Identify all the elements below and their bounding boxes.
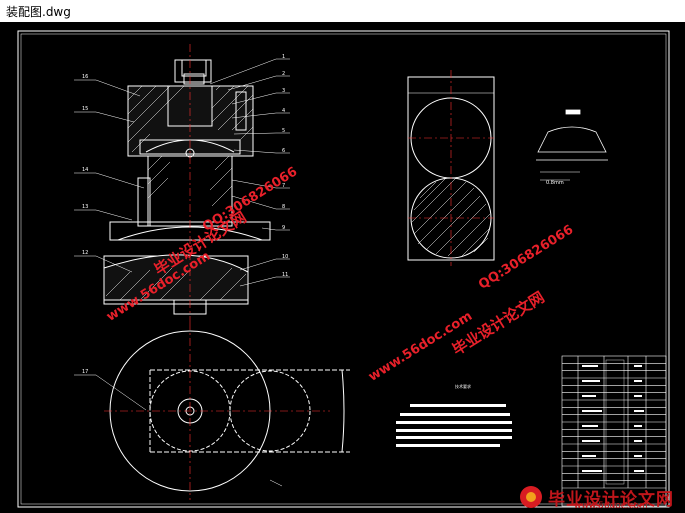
part-label-7: 7	[282, 183, 285, 189]
part-label-1: 1	[282, 54, 285, 60]
sheet-border	[17, 30, 670, 508]
part-label-2: 2	[282, 71, 285, 77]
part-label-11: 11	[282, 272, 288, 278]
detail-view-blank	[536, 109, 608, 181]
window-title: 装配图.dwg	[6, 5, 71, 19]
logo-icon	[520, 486, 542, 508]
bom-cell-text	[582, 359, 644, 485]
logo-url: www.56doc.com	[574, 501, 648, 511]
technical-notes: 技术要求	[396, 383, 512, 447]
part-label-8: 8	[282, 204, 285, 210]
part-labels: 1 2 3 4 5 6 7 8 9 10 11 12 13 14 15 16 1…	[82, 54, 288, 375]
logo-text: 毕业设计论文网	[548, 490, 674, 510]
window-titlebar: 装配图.dwg	[0, 0, 685, 23]
front-section-view	[103, 59, 271, 315]
site-logo: 毕业设计论文网 www.56doc.com	[516, 484, 682, 511]
cad-drawing-canvas[interactable]: 1 2 3 4 5 6 7 8 9 10 11 12 13 14 15 16 1…	[0, 22, 685, 513]
part-label-17: 17	[82, 369, 88, 375]
part-label-15: 15	[82, 106, 88, 112]
part-label-6: 6	[282, 148, 285, 154]
detail-thickness-label: 0.8mm	[546, 180, 564, 186]
part-label-16: 16	[82, 74, 88, 80]
leader-lines-right	[209, 58, 290, 287]
part-label-4: 4	[282, 108, 285, 114]
leader-lines-left	[74, 79, 147, 411]
bill-of-materials	[561, 355, 667, 507]
notes-title: 技术要求	[455, 383, 471, 389]
part-label-9: 9	[282, 225, 285, 231]
part-label-12: 12	[82, 250, 88, 256]
part-label-3: 3	[282, 88, 285, 94]
part-label-14: 14	[82, 167, 88, 173]
part-label-13: 13	[82, 204, 88, 210]
part-label-5: 5	[282, 128, 285, 134]
assembly-drawing: 1 2 3 4 5 6 7 8 9 10 11 12 13 14 15 16 1…	[17, 30, 670, 508]
part-label-10: 10	[282, 254, 288, 260]
